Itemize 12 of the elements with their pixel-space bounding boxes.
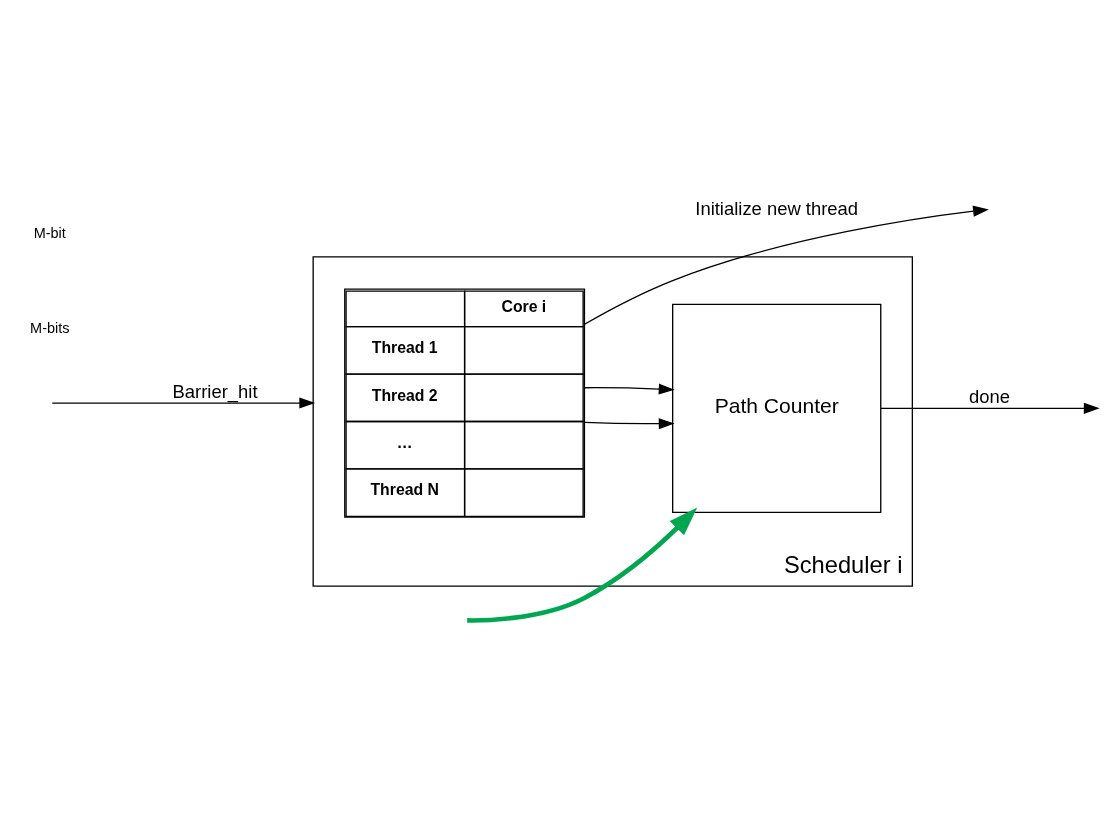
node-box: Path Counter [672,303,882,513]
arrow [880,402,1100,414]
arrow [584,383,675,395]
arrow [584,417,675,429]
edge-label: Barrier_hit [172,380,258,402]
arrow [583,205,989,325]
arrow [467,507,698,623]
arrow [51,397,316,409]
edge-label: done [968,385,1010,407]
label: M-bit [33,224,66,241]
label: M-bits [30,319,70,336]
edge-label: Initialize new thread [695,197,859,219]
